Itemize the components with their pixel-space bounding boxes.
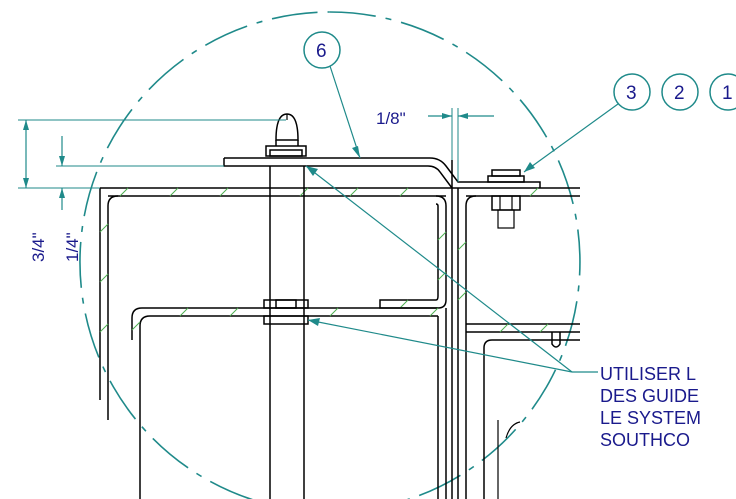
note-line-2: DES GUIDE: [600, 386, 699, 406]
upper-box-right-wall: [379, 195, 447, 309]
note-line-4: SOUTHCO: [600, 430, 690, 450]
balloon-3: 3: [523, 73, 651, 173]
note-line-3: LE SYSTEM: [600, 408, 701, 428]
dimension-gap: 1/8": [376, 108, 494, 182]
balloon-6: 6: [303, 31, 361, 159]
note-leaders: [305, 165, 598, 373]
dimension-small-height-label: 1/4": [63, 232, 82, 262]
dimension-small-height: 1/4": [56, 136, 224, 262]
balloon-1-label: 1: [722, 83, 733, 104]
bracket-plate: [223, 157, 541, 189]
lower-box: [131, 307, 447, 499]
bolt-assembly: [487, 169, 525, 229]
right-lower-rail: [466, 323, 580, 499]
dimension-gap-label: 1/8": [376, 109, 406, 128]
right-channel: [451, 160, 477, 499]
fastener-stud: [265, 113, 307, 499]
note-line-1: UTILISER L: [600, 364, 696, 384]
balloon-6-label: 6: [316, 41, 327, 62]
dimension-total-height: 3/4": [18, 119, 286, 262]
top-frame-rail: [100, 187, 580, 197]
dimension-total-height-label: 3/4": [29, 232, 48, 262]
balloon-2-label: 2: [674, 83, 685, 104]
balloon-3-label: 3: [626, 83, 637, 104]
balloon-2: 2: [661, 73, 699, 111]
balloon-1: 1: [709, 73, 736, 111]
installation-note: UTILISER L DES GUIDE LE SYSTEM SOUTHCO: [600, 364, 701, 450]
detail-circle: [79, 11, 581, 499]
left-panel-wall: [99, 188, 119, 420]
